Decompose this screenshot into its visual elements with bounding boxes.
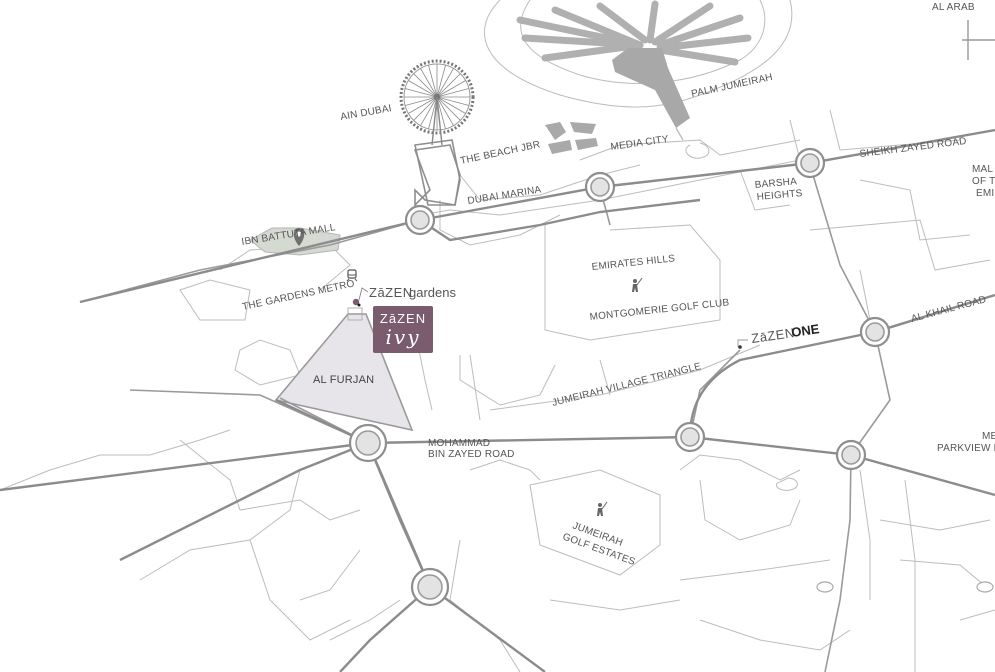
sheikh-zayed-road-line: [79, 128, 995, 304]
small-junction-south: [816, 581, 994, 593]
golf-icon-estates: [597, 501, 608, 516]
jbr-marina-shape: [414, 139, 461, 206]
label-jumeirah-village-triangle: JUMEIRAH VILLAGE TRIANGLE: [551, 361, 702, 409]
interchanges: [348, 147, 994, 607]
south-spoke-road-2: [119, 441, 369, 562]
south-spoke-road-3: [339, 586, 431, 672]
label-zazen-one: ZāZEN ONE: [750, 321, 820, 346]
label-parkview-2: PARKVIEW H: [937, 443, 995, 454]
wheel-spoke: [413, 73, 438, 98]
major-roads: [0, 128, 995, 672]
interchange-media-city: [584, 171, 616, 203]
zazen-gardens-marker[interactable]: [347, 287, 369, 321]
label-al-furjan: AL FURJAN: [313, 374, 374, 386]
wheel-spoke: [420, 96, 438, 126]
zazen-ivy-badge[interactable]: ZāZEN ivy: [373, 306, 433, 353]
zazen-gardens-prefix: ZāZEN: [369, 285, 413, 300]
label-montgomerie-golf-club: MONTGOMERIE GOLF CLUB: [589, 297, 730, 323]
interchange-furjan: [348, 423, 388, 463]
label-barsha-heights-1: BARSHA: [754, 176, 797, 191]
interchange-barsha: [794, 147, 826, 179]
golf-icon: [632, 277, 643, 292]
label-mall-2: OF T: [972, 176, 995, 187]
palm-trunk-road: [675, 127, 684, 141]
wheel-spoke: [428, 64, 438, 98]
palm-fronds: [516, 0, 752, 66]
wheel-spoke: [404, 96, 438, 106]
south-spoke-road-4: [366, 442, 432, 588]
wheel-spoke: [436, 96, 454, 126]
zazen-ivy-badge-bottom: ivy: [386, 325, 421, 349]
wheel-spoke: [436, 73, 461, 98]
label-mall-1: MAL: [972, 164, 993, 175]
interchange-jvt: [674, 421, 706, 453]
palm-crescent-outline: [484, 0, 793, 108]
wheel-spoke: [408, 96, 438, 114]
label-palm-jumeirah: PALM JUMEIRAH: [690, 72, 773, 100]
label-parkview-1: ME: [982, 431, 995, 442]
coastal-road-line: [419, 198, 701, 242]
wheel-spoke: [413, 96, 438, 121]
label-ain-dubai: AIN DUBAI: [340, 103, 393, 123]
minor-road-network: [0, 109, 995, 672]
label-barsha-heights-2: HEIGHTS: [756, 188, 803, 203]
wheel-spoke: [436, 64, 446, 98]
label-emirates-hills: EMIRATES HILLS: [591, 253, 676, 273]
label-zazen-gardens: ZāZEN gardens: [369, 285, 456, 300]
interchange-marina: [404, 204, 436, 236]
zazen-one-prefix: ZāZEN: [750, 325, 795, 346]
south-spoke-road-1: [366, 442, 546, 672]
edge-road-al-arab: [962, 20, 995, 60]
zazen-one-suffix: ONE: [790, 321, 820, 340]
al-khail-road-line: [688, 293, 995, 438]
ain-dubai-wheel[interactable]: [399, 59, 475, 146]
al-furjan-area[interactable]: [274, 313, 414, 432]
zazen-gardens-suffix: gardens: [409, 285, 456, 300]
interchange-south: [410, 567, 450, 607]
metro-train-icon: [346, 269, 358, 282]
wheel-spoke: [436, 96, 470, 106]
wheel-spoke: [408, 80, 438, 98]
zazen-ivy-badge-top: ZāZEN: [380, 311, 426, 326]
label-mall-3: EMI: [976, 188, 994, 199]
jbr-marina-outline: [413, 144, 461, 207]
wheel-spoke: [436, 96, 446, 130]
interchange-parkview: [835, 439, 867, 471]
palm-trunk: [612, 48, 690, 128]
label-media-city: MEDIA CITY: [610, 134, 670, 153]
wheel-spoke: [436, 68, 454, 98]
wheel-spoke: [436, 80, 466, 98]
wheel-spoke: [436, 96, 461, 121]
wheel-spoke: [420, 68, 438, 98]
interchange-al-khail: [859, 316, 891, 348]
label-the-beach-jbr: THE BEACH JBR: [459, 139, 541, 167]
label-the-gardens-metro: THE GARDENS METRO: [241, 278, 355, 313]
wheel-spoke: [436, 88, 470, 98]
label-sheikh-zayed-road: SHEIKH ZAYED ROAD: [859, 136, 967, 160]
zazen-one-marker[interactable]: [737, 339, 748, 349]
map-labels: AL ARAB PALM JUMEIRAH AIN DUBAI THE BEAC…: [241, 2, 995, 568]
wheel-spoke: [436, 96, 466, 114]
label-mbz-road-1: MOHAMMAD: [428, 438, 490, 449]
label-al-arab: AL ARAB: [932, 2, 975, 13]
wheel-spoke: [404, 88, 438, 98]
secondary-roads: [79, 164, 891, 672]
wheel-spoke: [428, 96, 438, 130]
location-pin-icon[interactable]: [293, 228, 305, 246]
palm-jumeirah-island[interactable]: [484, 0, 793, 141]
dubai-harbour-shapes: [545, 122, 598, 154]
label-mbz-road-2: BIN ZAYED ROAD: [428, 449, 515, 460]
label-al-khail-road: AL KHAIL ROAD: [910, 294, 988, 325]
